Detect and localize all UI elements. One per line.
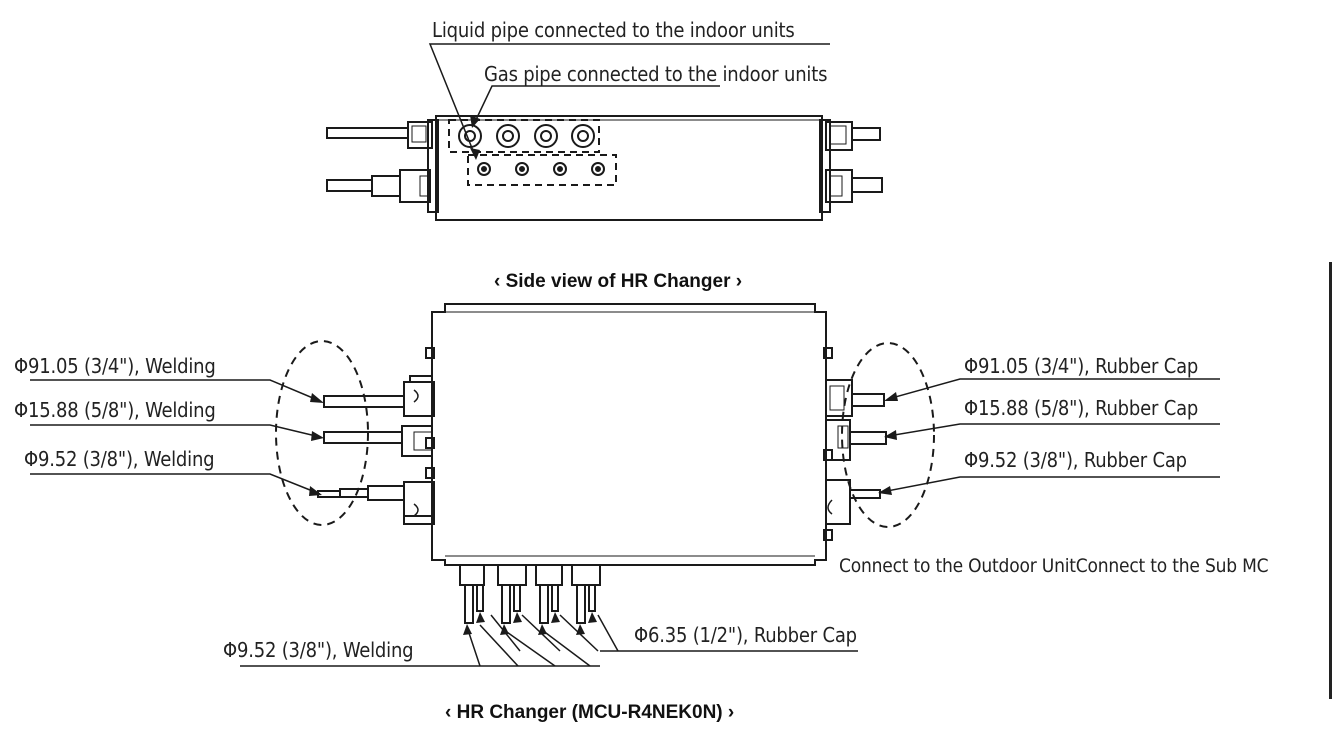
right-fittings: [825, 379, 887, 525]
gas-pipe-ports: [458, 124, 595, 148]
right-label-3: Φ9.52 (3/8"), Rubber Cap: [964, 448, 1187, 472]
hr-changer-drawing: [30, 303, 1220, 667]
hr-changer-caption: ‹ HR Changer (MCU-R4NEK0N) ›: [445, 702, 735, 723]
bottom-fittings: [459, 564, 601, 624]
page-edge-bar: [1329, 262, 1332, 699]
left-label-1: Φ91.05 (3/4"), Welding: [14, 354, 216, 378]
left-label-2: Φ15.88 (5/8"), Welding: [14, 398, 216, 422]
hr-changer-body: [431, 303, 827, 566]
connect-label: Connect to the Outdoor UnitConnect to th…: [839, 555, 1269, 577]
bottom-right-label: Φ6.35 (1/2"), Rubber Cap: [634, 623, 857, 647]
right-label-1: Φ91.05 (3/4"), Rubber Cap: [964, 354, 1199, 378]
right-dashed-group: [841, 342, 935, 528]
side-view-caption: ‹ Side view of HR Changer ›: [494, 271, 743, 292]
side-view-body: [435, 115, 823, 221]
liquid-pipe-ports: [477, 162, 605, 176]
gas-pipe-leader: [473, 85, 720, 125]
bottom-left-label: Φ9.52 (3/8"), Welding: [223, 638, 414, 662]
side-view-drawing: [326, 43, 883, 221]
left-dashed-group: [275, 340, 369, 526]
liquid-pipe-label: Liquid pipe connected to the indoor unit…: [432, 18, 795, 42]
right-label-2: Φ15.88 (5/8"), Rubber Cap: [964, 396, 1199, 420]
gas-pipe-label: Gas pipe connected to the indoor units: [484, 62, 828, 86]
left-label-3: Φ9.52 (3/8"), Welding: [24, 447, 215, 471]
left-fittings: [317, 375, 435, 525]
liquid-pipe-leader: [428, 43, 830, 159]
